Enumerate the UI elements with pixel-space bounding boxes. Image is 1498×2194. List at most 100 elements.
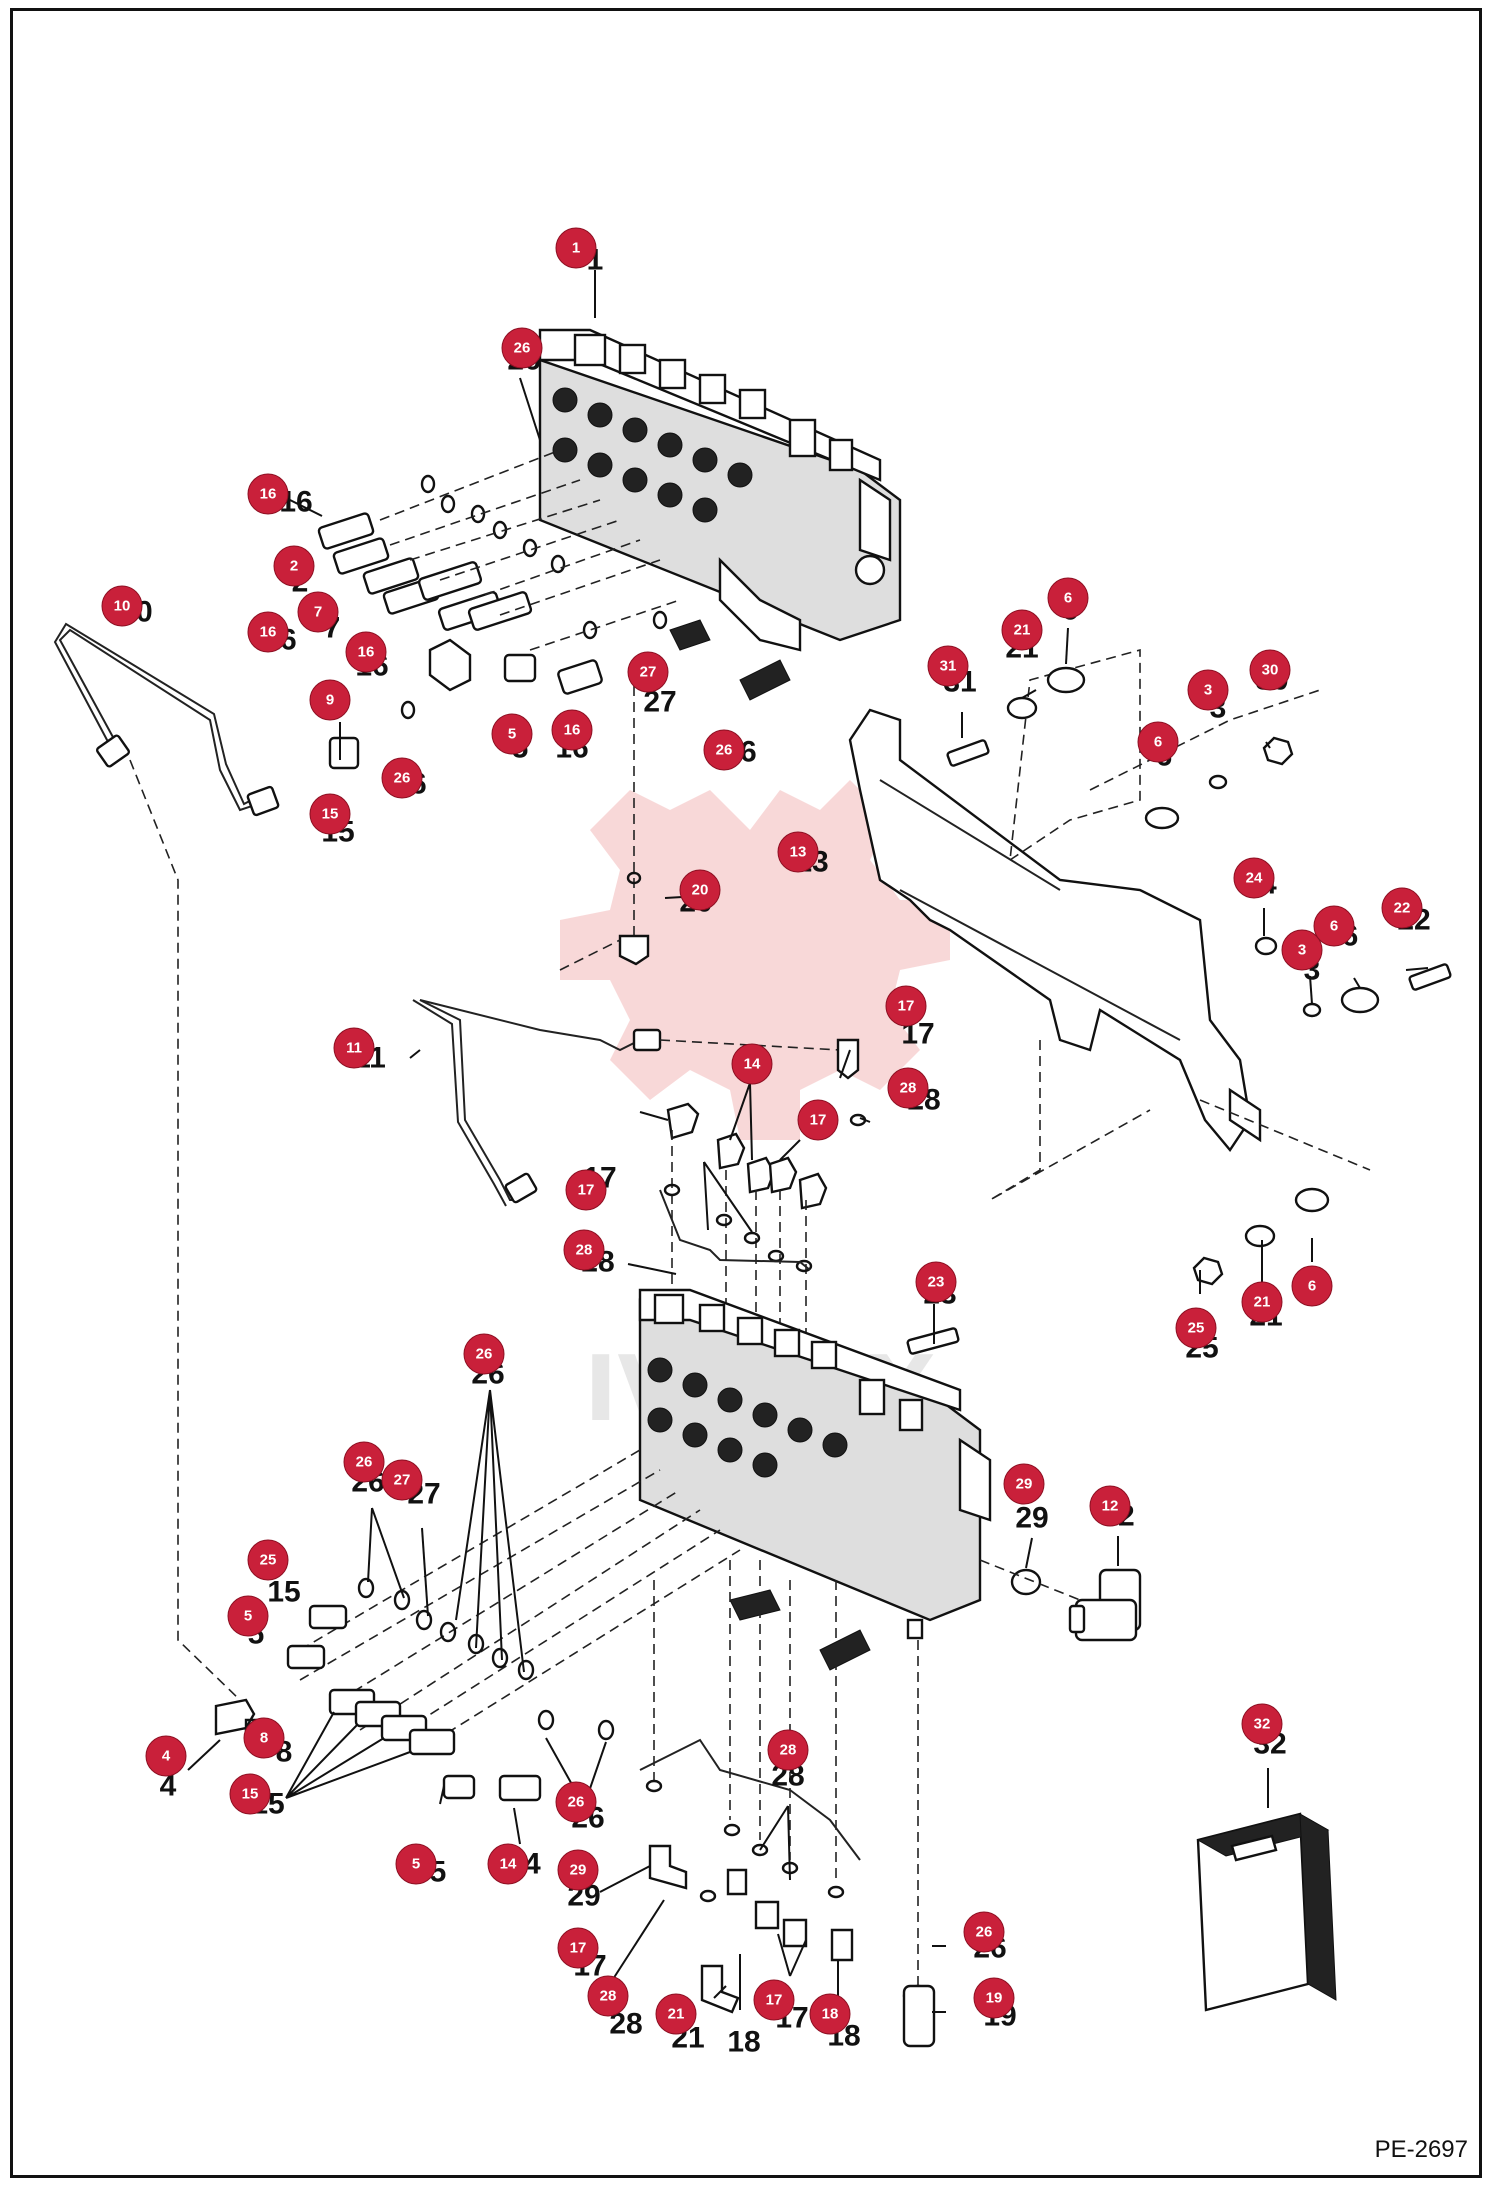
callout-badge-number: 29 [1016,1476,1033,1493]
callout-badge-circle [555,1781,597,1823]
callout-badge-number: 27 [640,664,657,681]
callout-badge-number: 29 [570,1862,587,1879]
callout-badge-number: 17 [570,1940,587,1957]
callout-badge-circle [973,1977,1015,2019]
callout-badge-number: 4 [162,1748,171,1765]
callout-c27: 33 [1281,929,1323,987]
callout-badge-number: 32 [1254,1716,1271,1733]
callout-badge-number: 26 [568,1794,585,1811]
callout-badge-number: 26 [716,742,733,759]
callout-c48: 1212 [1089,1485,1135,1533]
callouts: 1126261616227716161616991010551616272726… [101,227,1431,2059]
callout-badge-circle [381,1459,423,1501]
bracket-hardware [906,666,1452,1355]
callout-badge-number: 17 [578,1182,595,1199]
callout-badge-circle [557,1927,599,1969]
callout-badge-number: 5 [412,1856,420,1873]
callout-c5: 77 [297,591,340,645]
callout-badge-circle [343,1441,385,1483]
callout-badge-number: 30 [1262,662,1279,679]
callout-c51: 55 [395,1843,446,1889]
callout-c28: 1111 [333,1027,386,1075]
callout-badge-circle [555,227,597,269]
callout-c26: 2222 [1381,887,1431,937]
callout-badge-circle [309,793,351,835]
callout-badge-circle [243,1717,285,1759]
callout-badge-circle [679,869,721,911]
callout-badge-number: 25 [260,1552,277,1569]
callout-badge-number: 19 [986,1990,1003,2007]
callout-badge-circle [1381,887,1423,929]
callout-badge-circle [655,1993,697,2035]
upper-valve-assembly [538,328,902,701]
callout-badge-number: 15 [242,1786,259,1803]
callout-badge-circle [227,1595,269,1637]
callout-badge-circle [1249,649,1291,691]
callout-badge-number: 3 [1298,942,1306,959]
callout-badge-number: 26 [514,340,531,357]
callout-badge-circle [1187,669,1229,711]
callout-badge-number: 17 [810,1112,827,1129]
callout-badge-circle [101,585,143,627]
leader-lines [187,270,1429,2013]
callout-badge-circle [551,709,593,751]
callout-badge-circle [381,757,423,799]
callout-c23: 2020 [679,869,721,919]
callout-c57: 18 [727,2026,760,2059]
callout-c38: 66 [1291,1265,1333,1311]
callout-badge-circle [273,545,315,587]
callout-badge-circle [767,1729,809,1771]
callout-badge-circle [247,1539,289,1581]
callout-c18: 66 [1047,577,1089,627]
callout-badge-number: 21 [1014,622,1031,639]
callout-badge-number: 9 [326,692,334,709]
callout-badge-number: 31 [940,658,957,675]
callout-badge-circle [1241,1703,1283,1745]
tube-10 [53,622,280,1701]
callout-c22: 1313 [777,831,829,879]
callout-part-number: 4 [160,1770,177,1803]
callout-badge-number: 5 [244,1608,252,1625]
callout-part-number: 18 [727,2026,760,2059]
callout-badge-circle [703,729,745,771]
callout-badge-number: 28 [900,1080,917,1097]
callout-badge-circle [333,1027,375,1069]
callout-badge-circle [1089,1485,1131,1527]
callout-badge-circle [309,679,351,721]
callout-badge-circle [587,1975,629,2017]
callout-badge-number: 17 [766,1992,783,2009]
callout-badge-number: 16 [564,722,581,739]
callout-c24: 2424 [1233,857,1277,901]
upper-left-fittings [317,449,681,770]
callout-badge-circle [501,327,543,369]
diagram-code: PE-2697 [1374,2136,1468,2163]
callout-c45: 44 [145,1735,187,1803]
callout-badge-circle [1137,721,1179,763]
lower-valve-assembly [638,1288,992,1990]
middle-fittings [412,670,867,1420]
callout-badge-number: 28 [600,1988,617,2005]
callout-c1: 11 [555,227,603,277]
callout-c10: 55 [491,713,533,765]
callout-c9: 1010 [101,585,153,629]
callout-badge-number: 16 [358,644,375,661]
callout-badge-number: 21 [668,2006,685,2023]
callout-badge-number: 27 [394,1472,411,1489]
relief-valve-12 [979,1559,1142,1642]
callout-badge-number: 18 [822,2006,839,2023]
callout-badge-number: 14 [500,1856,517,1873]
callout-badge-number: 10 [114,598,131,615]
